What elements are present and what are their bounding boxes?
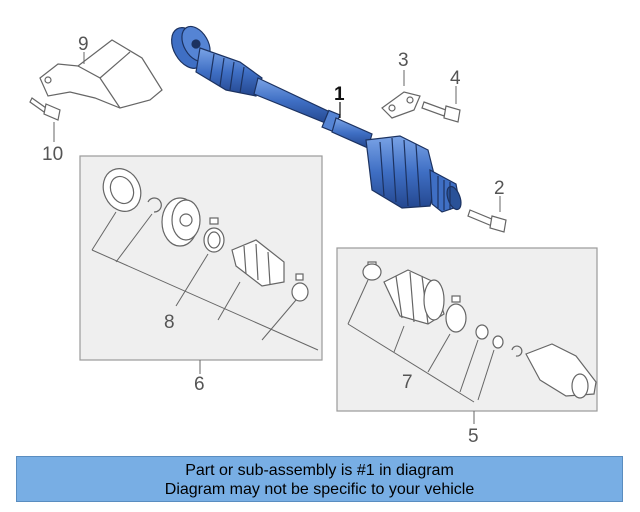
kit-5-parts xyxy=(362,261,597,399)
callout-4: 4 xyxy=(450,68,461,89)
axle-shaft-part-1 xyxy=(171,25,462,213)
callout-1: 1 xyxy=(334,84,345,105)
callout-5: 5 xyxy=(468,426,479,447)
kit-6-parts xyxy=(102,168,309,302)
bolt-part-2 xyxy=(467,209,507,233)
callout-7: 7 xyxy=(402,372,413,393)
info-banner-line-1: Part or sub-assembly is #1 in diagram xyxy=(185,462,454,479)
callout-2: 2 xyxy=(494,178,505,199)
callout-10: 10 xyxy=(42,144,63,165)
callout-8: 8 xyxy=(164,312,175,333)
kit-6-leaders xyxy=(91,211,319,351)
callout-6: 6 xyxy=(194,374,205,395)
parts-diagram: 1 2 3 4 5 6 7 8 9 10 xyxy=(29,25,598,447)
bracket-part-3 xyxy=(381,91,421,119)
callout-9: 9 xyxy=(78,34,89,55)
info-banner: Part or sub-assembly is #1 in diagram Di… xyxy=(16,456,623,502)
heat-shield-part-9 xyxy=(39,39,163,109)
kit-5-leaders xyxy=(347,279,495,403)
bolt-part-10 xyxy=(29,97,61,121)
callout-3: 3 xyxy=(398,50,409,71)
info-banner-line-2: Diagram may not be specific to your vehi… xyxy=(164,481,475,498)
bolt-part-4 xyxy=(421,101,461,123)
